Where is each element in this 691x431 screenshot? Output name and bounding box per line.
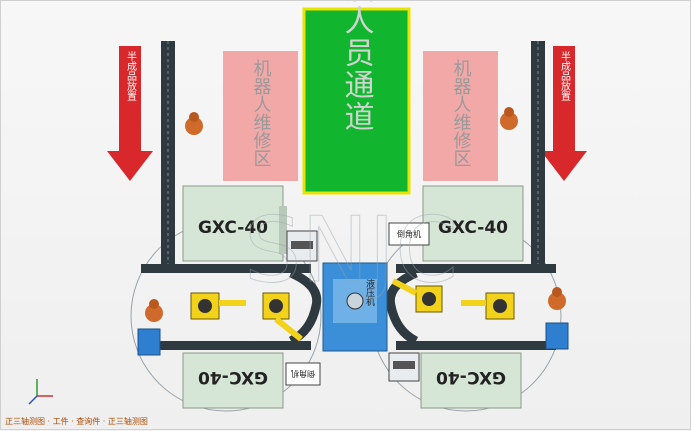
right-lower-rail: [396, 341, 556, 350]
left-zone-label: 机器人维修区: [251, 59, 272, 167]
right-arrow: [541, 46, 587, 181]
watermark-text: SNJC: [244, 198, 458, 303]
machine-bottom-left: [182, 352, 284, 409]
right-maintenance-zone: [423, 51, 498, 181]
right-side-station: [545, 322, 569, 350]
robot-right-1: [391, 278, 443, 313]
central-band-text: 物料及人员通道: [339, 1, 375, 133]
left-lower-rail: [141, 341, 311, 350]
right-arrow-label: 半成品放置: [559, 50, 571, 101]
small-box-top-right: [388, 222, 430, 246]
operator-icon-1: [185, 112, 203, 135]
small-box-bottom-left: [285, 362, 321, 386]
left-upper-rail: [141, 264, 311, 273]
right-zone-label: 机器人维修区: [451, 59, 472, 167]
robot-left-1: [190, 292, 246, 320]
robot-left-2: [262, 292, 303, 342]
left-arrow: [107, 46, 153, 181]
left-arrow-label: 半成品放置: [125, 50, 137, 101]
left-maintenance-zone: [223, 51, 298, 181]
central-band-border: [302, 7, 411, 195]
status-bar: 正三轴测图 · 工件 · 查询件 · 正三轴测图: [5, 417, 148, 426]
robot-right-2: [461, 292, 515, 320]
small-box-bottom-left-label: 倒角机: [291, 369, 315, 379]
left-rail-curve: [288, 268, 322, 346]
right-rail-curve: [385, 268, 419, 346]
operator-icon-2: [500, 107, 518, 130]
central-band: [303, 8, 410, 194]
operator-icon-4: [548, 287, 566, 310]
right-upper-rail: [396, 264, 556, 273]
machine-bottom-right-label: GXC-40: [436, 367, 506, 387]
machine-bottom-right: [420, 352, 522, 409]
machine-top-right-label: GXC-40: [438, 218, 508, 238]
small-box-top-right-label: 倒角机: [397, 229, 421, 239]
machine-top-right: [422, 185, 524, 262]
coordinate-triad-icon: [28, 379, 53, 405]
machine-top-left-label: GXC-40: [198, 218, 268, 238]
operator-icon-3: [145, 299, 163, 322]
press-label: 液压机: [364, 278, 375, 307]
machine-top-left: [182, 185, 284, 262]
left-side-station: [137, 328, 161, 356]
machine-bottom-left-label: GXC-40: [198, 367, 268, 387]
